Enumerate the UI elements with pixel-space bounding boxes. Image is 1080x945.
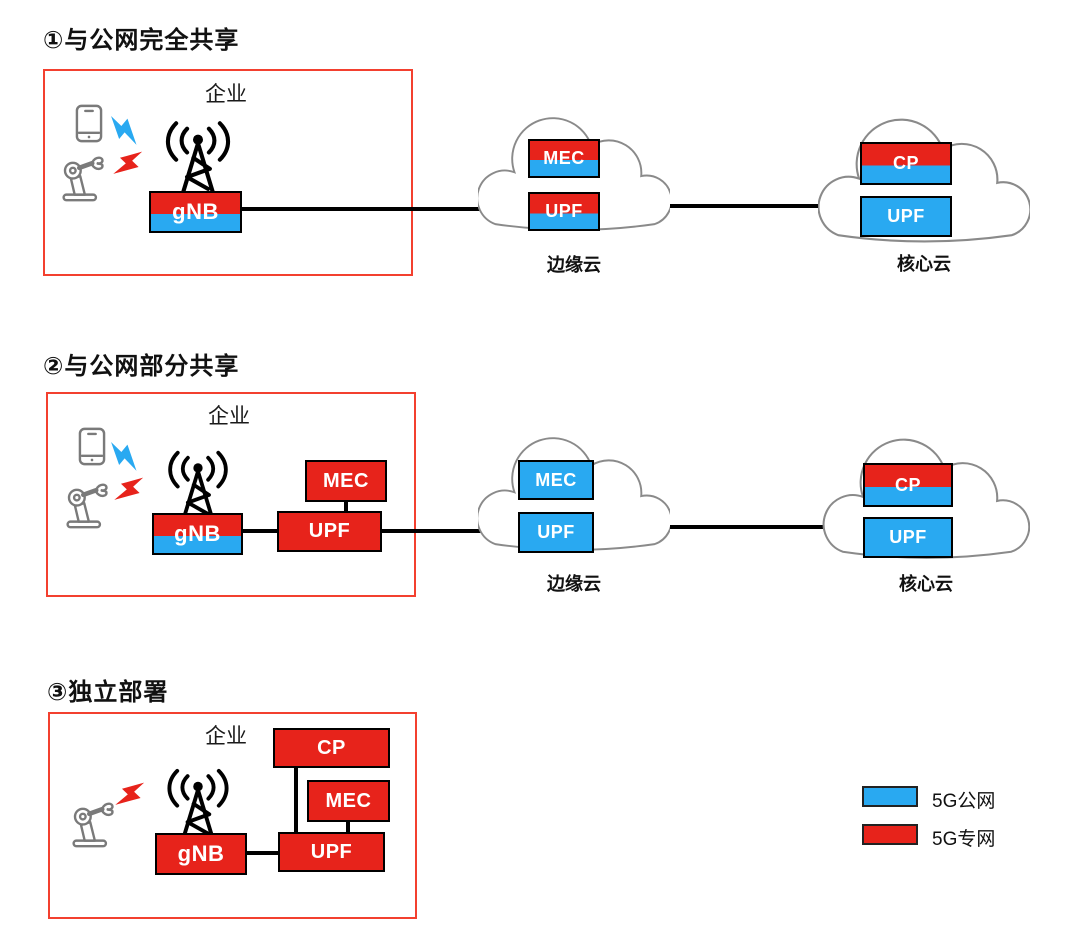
gnb-box: gNB [152, 513, 243, 555]
gnb-label: gNB [177, 841, 225, 866]
enterprise-mec-label: MEC [325, 789, 372, 812]
legend-label-private: 5G专网 [932, 829, 996, 850]
section2-enterprise-label: 企业 [208, 405, 250, 428]
edge-upf-label: UPF [545, 201, 583, 221]
core-cloud-label: 核心云 [897, 254, 951, 274]
section1-title: ①与公网完全共享 [43, 27, 240, 54]
core-upf-box: UPF [860, 196, 952, 237]
legend-label-public: 5G公网 [932, 791, 996, 812]
core-upf-label: UPF [889, 527, 927, 547]
enterprise-mec-box: MEC [307, 780, 390, 822]
edge-mec-label: MEC [543, 148, 585, 168]
enterprise-upf-label: UPF [308, 520, 351, 542]
robot-arm-icon [62, 481, 112, 529]
connector-gnb-upf [242, 529, 278, 533]
core-cloud-label: 核心云 [899, 574, 953, 594]
connector-edgecloud-corecloud [650, 204, 845, 208]
section2-title: ②与公网部分共享 [43, 353, 240, 380]
core-cp-box: CP [863, 463, 953, 507]
antenna-icon [152, 116, 244, 198]
legend-swatch-private [862, 824, 918, 845]
robot-arm-icon [68, 800, 118, 848]
legend-swatch-public [862, 786, 918, 807]
robot-arm-icon [58, 154, 108, 202]
connector-mec-upf [346, 821, 350, 833]
connector-upf-edgecloud [381, 529, 509, 533]
section2-enterprise-box [46, 392, 416, 597]
core-cp-label: CP [894, 474, 921, 495]
edge-mec-box: MEC [518, 460, 594, 500]
connector-edgecloud-corecloud [650, 525, 848, 529]
core-cp-label: CP [892, 153, 919, 173]
core-cp-box: CP [860, 142, 952, 185]
section1-enterprise-label: 企业 [205, 83, 247, 106]
section3-enterprise-label: 企业 [205, 725, 247, 748]
phone-icon [78, 427, 106, 466]
enterprise-cp-box: CP [273, 728, 390, 768]
enterprise-upf-box: UPF [277, 511, 382, 552]
section3-title: ③独立部署 [47, 679, 169, 706]
section3-enterprise-box [48, 712, 417, 919]
gnb-box: gNB [149, 191, 242, 233]
enterprise-upf-label: UPF [310, 840, 353, 863]
enterprise-cp-label: CP [317, 736, 346, 759]
edge-cloud-label: 边缘云 [547, 255, 601, 275]
enterprise-mec-box: MEC [305, 460, 387, 502]
core-upf-label: UPF [887, 206, 925, 226]
gnb-box: gNB [155, 833, 247, 875]
connector-gnb-edgecloud [240, 207, 508, 211]
connector-cp-upf [294, 767, 298, 833]
edge-cloud-label: 边缘云 [547, 574, 601, 594]
enterprise-upf-box: UPF [278, 832, 385, 872]
edge-upf-box: UPF [528, 192, 600, 231]
connector-gnb-upf [246, 851, 279, 855]
edge-upf-label: UPF [537, 522, 575, 542]
edge-mec-label: MEC [535, 469, 577, 490]
gnb-label: gNB [172, 199, 219, 224]
gnb-label: gNB [174, 521, 221, 546]
enterprise-mec-label: MEC [323, 469, 369, 492]
edge-mec-box: MEC [528, 139, 600, 178]
edge-upf-box: UPF [518, 512, 594, 553]
section1-enterprise-box [43, 69, 413, 276]
phone-icon [75, 104, 103, 143]
antenna-icon [168, 450, 228, 521]
core-upf-box: UPF [863, 517, 953, 558]
connector-mec-upf [344, 501, 348, 512]
antenna-icon [167, 768, 229, 841]
